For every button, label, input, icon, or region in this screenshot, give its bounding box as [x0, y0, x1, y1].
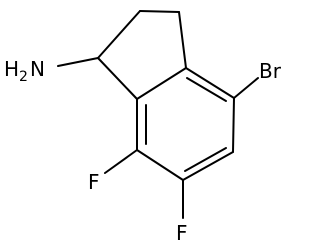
- bromine-label: Br: [259, 59, 282, 83]
- bond-c3a-c4: [185, 67, 235, 99]
- amine-hydrogen-label: H: [4, 57, 19, 81]
- amine-hydrogen-count-label: 2: [19, 69, 28, 85]
- fluorine-upper-label: F: [88, 170, 100, 194]
- bond-c1-c7a: [97, 57, 138, 100]
- bond-c1-n: [57, 57, 99, 67]
- bond-c2-c3: [139, 10, 180, 13]
- bond-c7-f: [104, 149, 138, 174]
- bond-c1-c2: [97, 10, 141, 59]
- bond-c5-c6: [182, 151, 234, 181]
- double-bond-inner-c5-c6: [184, 147, 227, 172]
- amine-nitrogen-label: N: [30, 57, 45, 81]
- bond-c4-c5: [232, 97, 235, 153]
- bond-c4-br: [233, 77, 259, 99]
- bond-c6-c7: [136, 149, 184, 181]
- double-bond-inner-c3a-c4: [186, 77, 227, 102]
- chemical-structure-diagram: H 2 N Br F F: [4, 10, 282, 245]
- fluorine-lower-label: F: [176, 221, 188, 245]
- bond-c3-c3a: [178, 11, 187, 69]
- bond-c7a-c3a: [136, 67, 187, 100]
